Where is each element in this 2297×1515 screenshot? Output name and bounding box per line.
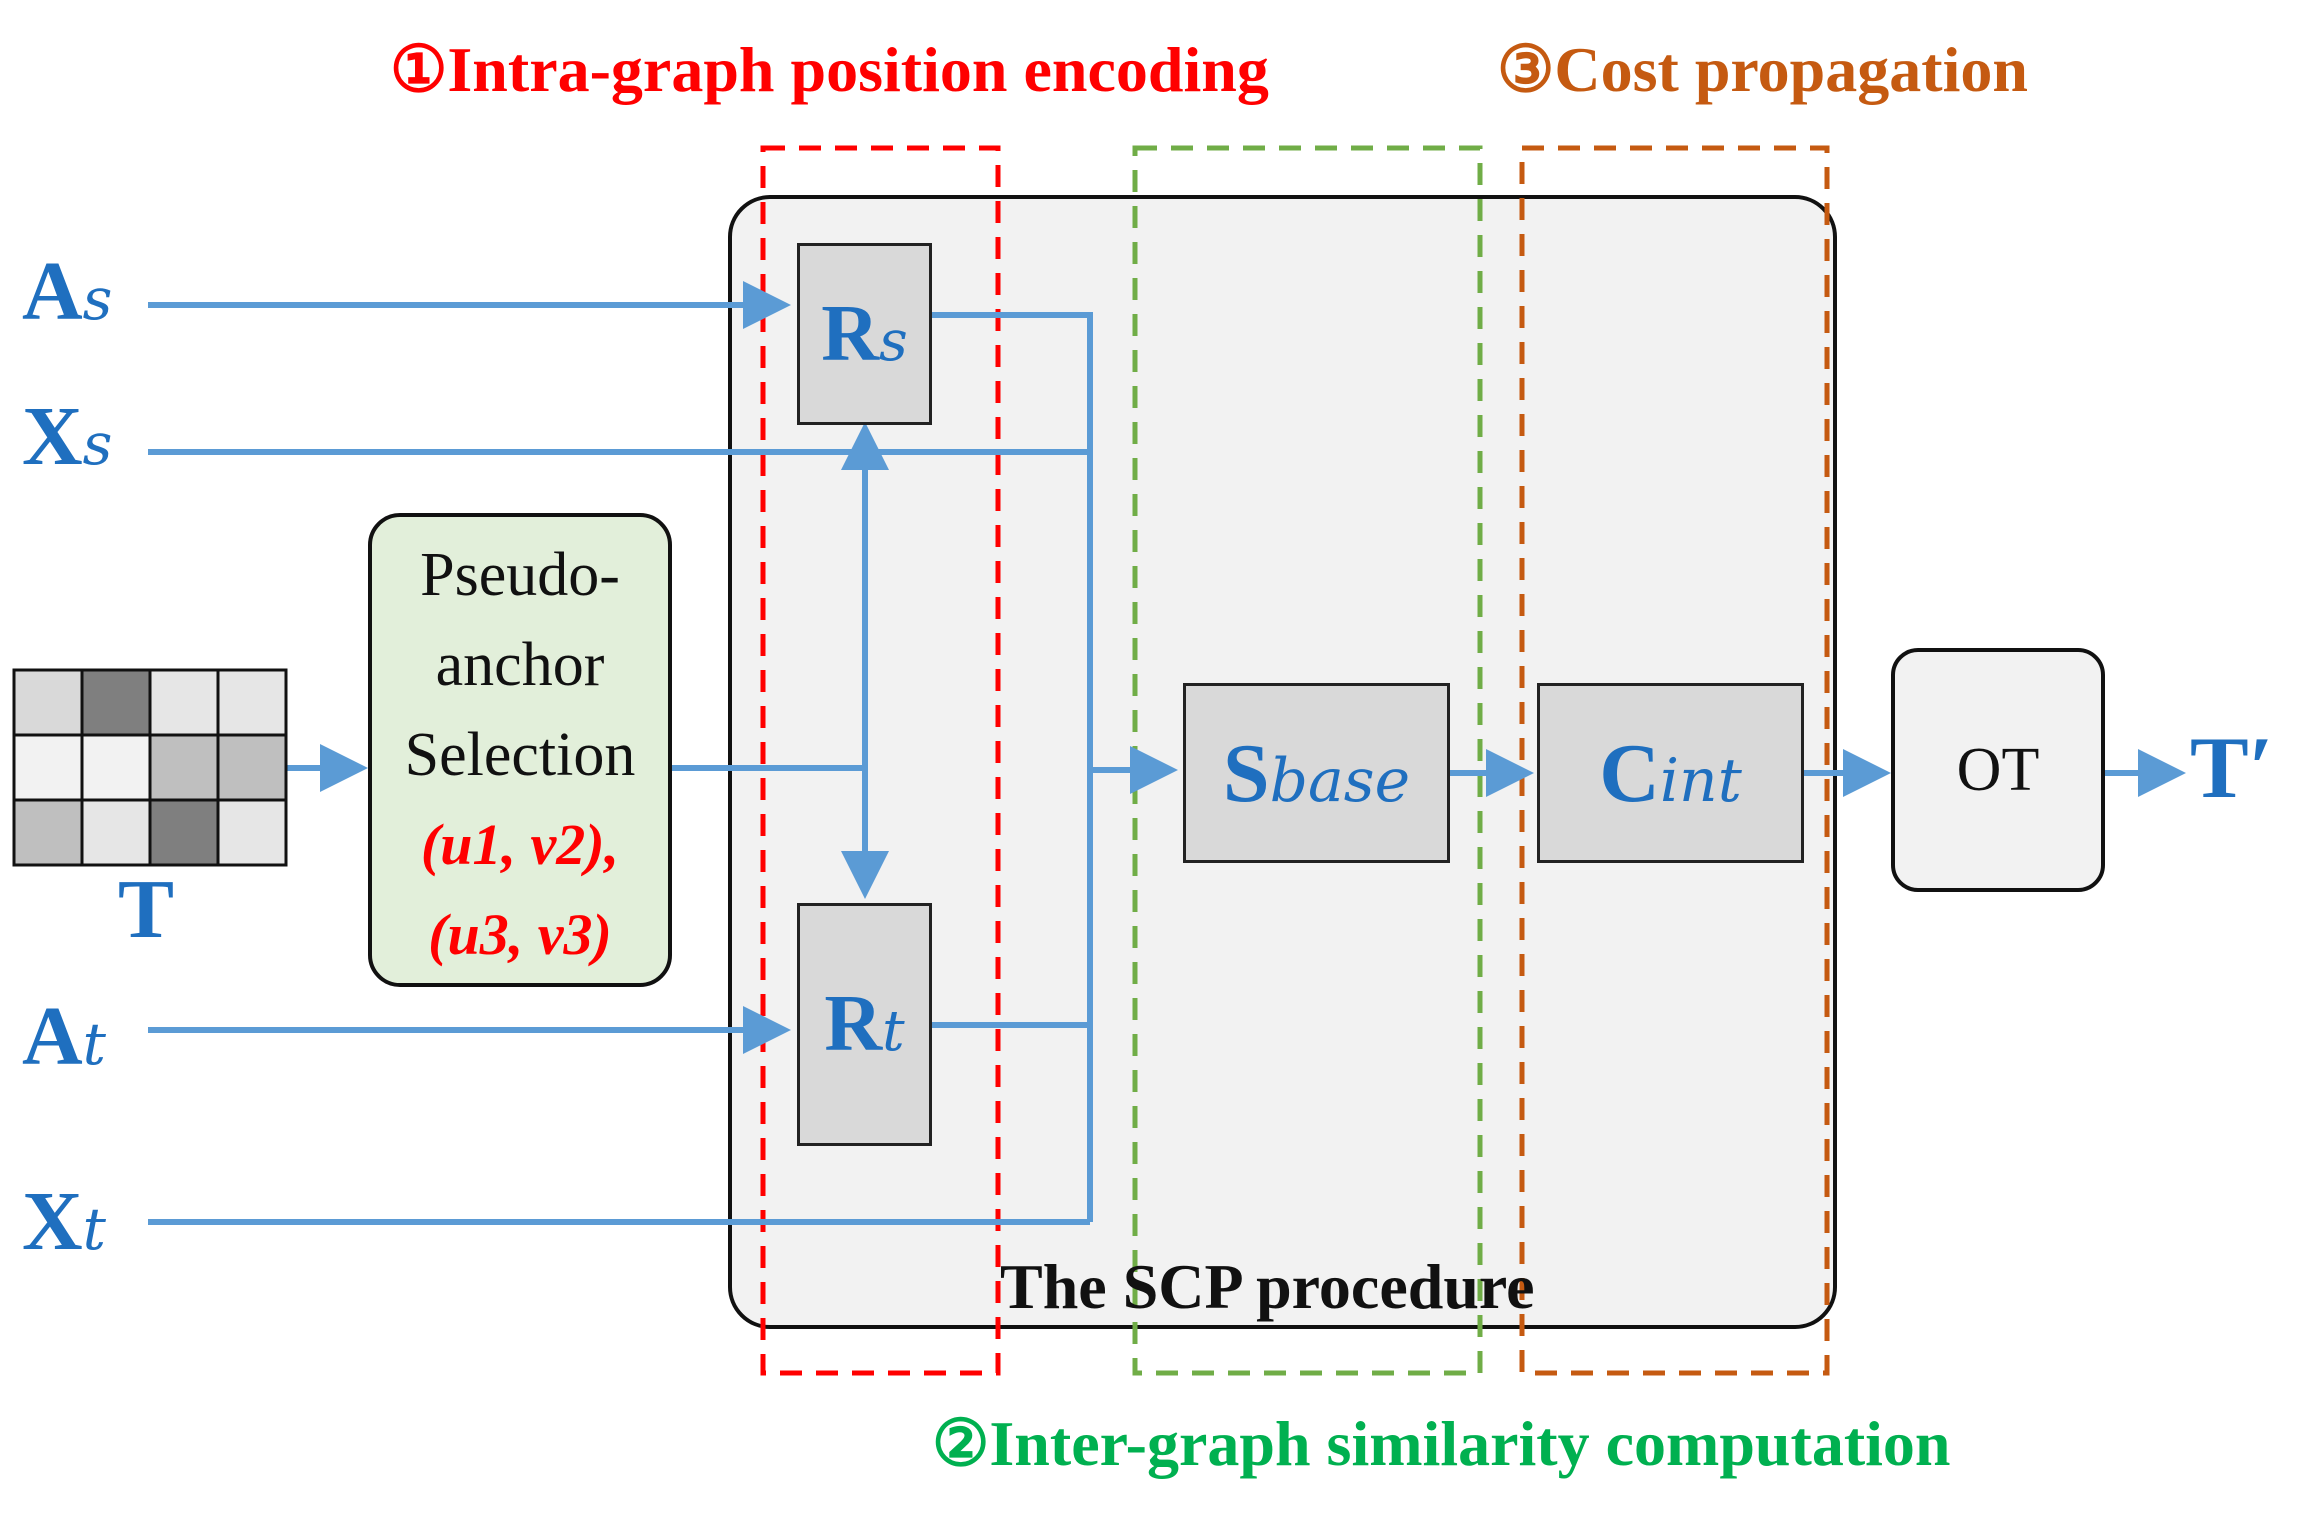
matrix-cell <box>80 733 152 802</box>
scp-procedure-label: The SCP procedure <box>1000 1251 1535 1322</box>
matrix-cell <box>80 668 152 737</box>
matrix-cell <box>148 798 220 867</box>
cost-propagation-dashed-box <box>1519 145 1830 1376</box>
s-base-node: Sbase <box>1183 683 1450 863</box>
pseudo-anchor-line3: Selection <box>404 721 636 789</box>
inter-graph-stage-label: ②Inter-graph similarity computation <box>932 1408 1951 1479</box>
pseudo-anchor-pair2: (u3, v3) <box>428 902 612 967</box>
pseudo-anchor-pair1: (u1, v2), <box>420 812 620 877</box>
matrix-cell <box>12 668 84 737</box>
pseudo-anchor-box <box>368 513 672 987</box>
ot-box <box>1891 648 2105 892</box>
matrix-cell <box>216 733 288 802</box>
matrix-cell <box>12 798 84 867</box>
matrix-cell <box>80 798 152 867</box>
rs-node: Rs <box>797 243 932 425</box>
input-a-t-label: At <box>22 990 106 1083</box>
matrix-cell <box>148 668 220 737</box>
matrix-t-label: T <box>118 863 175 956</box>
pseudo-anchor-text: Pseudo- anchor Selection (u1, v2), (u3, … <box>370 530 670 980</box>
rt-node: Rt <box>797 903 932 1146</box>
c-int-node: Cint <box>1537 683 1804 863</box>
input-x-t-label: Xt <box>22 1175 106 1268</box>
matrix-t-grid <box>12 668 288 867</box>
pseudo-anchor-line1: Pseudo- <box>420 541 620 609</box>
matrix-cell <box>216 798 288 867</box>
matrix-cell <box>148 733 220 802</box>
pseudo-anchor-line2: anchor <box>435 631 605 699</box>
input-a-s-label: As <box>22 245 113 338</box>
matrix-cell <box>12 733 84 802</box>
output-t-prime-label: T′ <box>2190 720 2274 817</box>
intra-graph-dashed-box <box>760 145 1001 1376</box>
cost-propagation-stage-label: ③Cost propagation <box>1497 34 2028 105</box>
edge-rs-out <box>930 312 1093 1222</box>
connectors <box>148 281 2186 1225</box>
ot-label: OT <box>1956 736 2040 804</box>
input-x-s-label: Xs <box>22 390 113 483</box>
matrix-cell <box>216 668 288 737</box>
intra-graph-stage-label: ①Intra-graph position encoding <box>390 34 1269 105</box>
